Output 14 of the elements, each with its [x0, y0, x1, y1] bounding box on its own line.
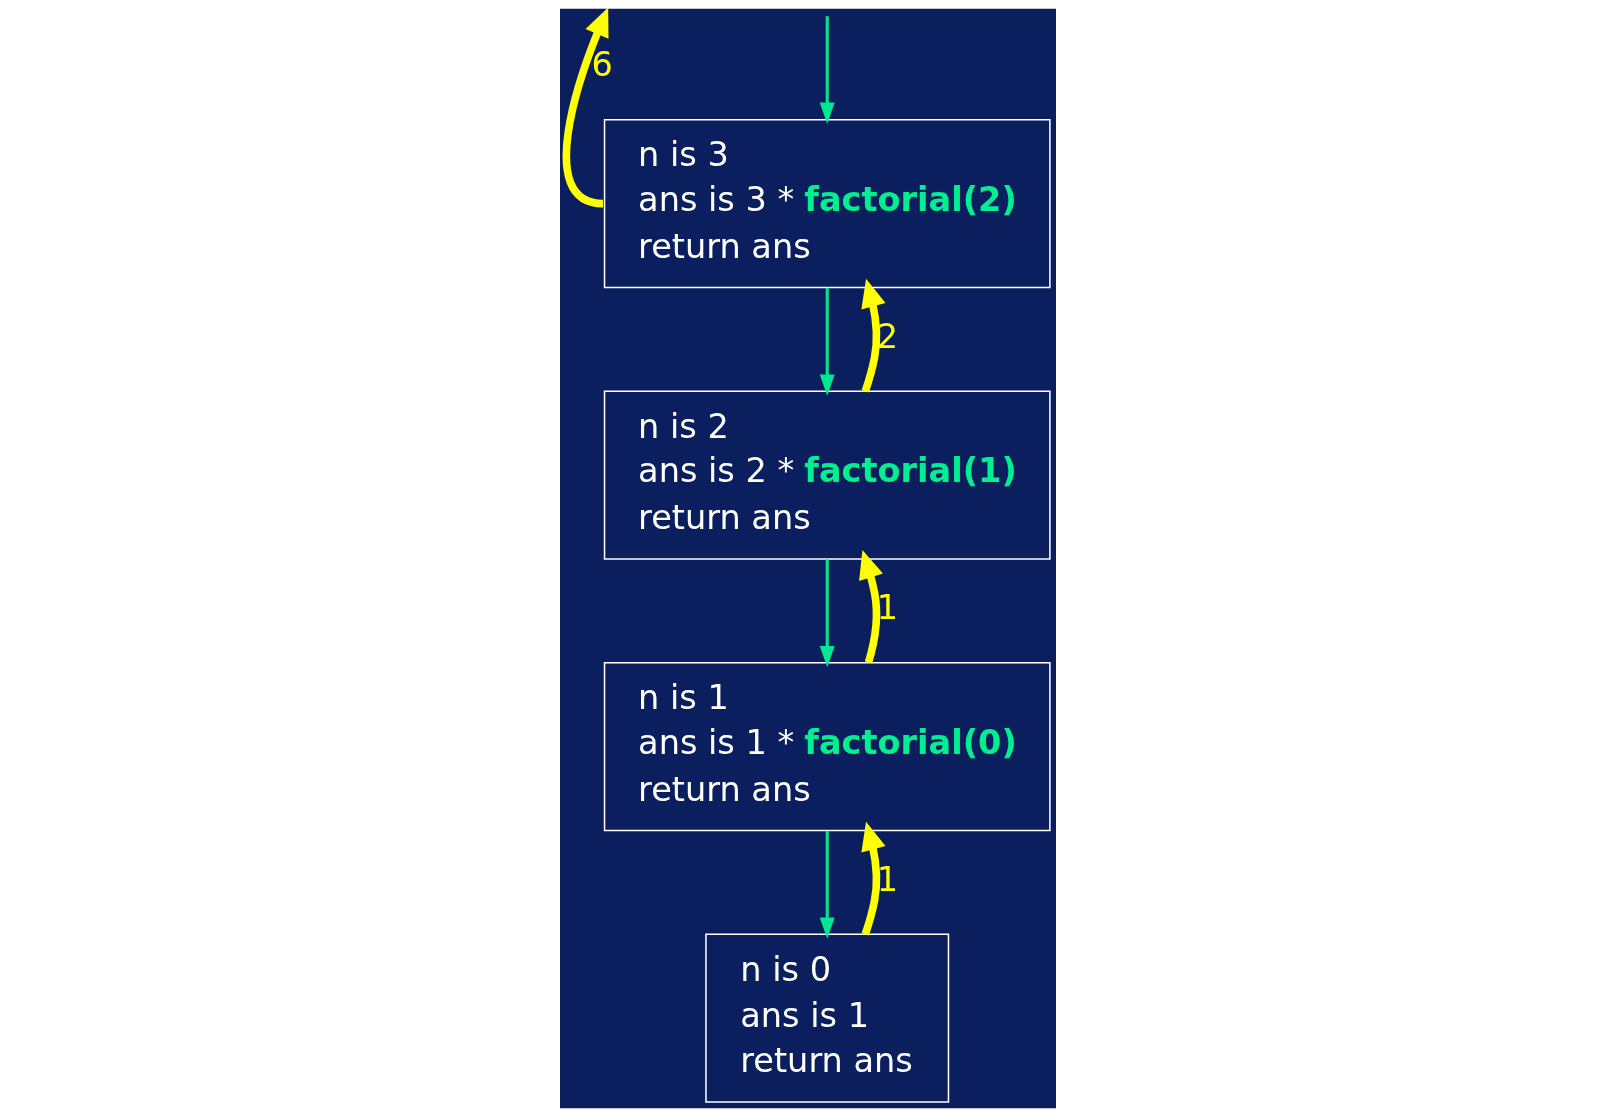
arrow [819, 287, 835, 396]
node-box: n is 3 ans is 3 *factorial(2) return ans [603, 119, 1051, 289]
arrow [858, 549, 883, 664]
arrow [819, 16, 835, 124]
edge-label: 1 [876, 859, 898, 899]
arrow [819, 559, 835, 668]
edge-label: 6 [591, 45, 613, 85]
arrow [860, 821, 885, 936]
arrow [819, 830, 835, 939]
node-box: n is 0 ans is 1 return ans [704, 933, 949, 1103]
node-box: n is 2 ans is 2 *factorial(1) return ans [603, 390, 1051, 560]
arrow [860, 278, 885, 393]
node-box: n is 1 ans is 1 *factorial(0) return ans [603, 662, 1051, 832]
edge-label: 1 [876, 588, 898, 628]
